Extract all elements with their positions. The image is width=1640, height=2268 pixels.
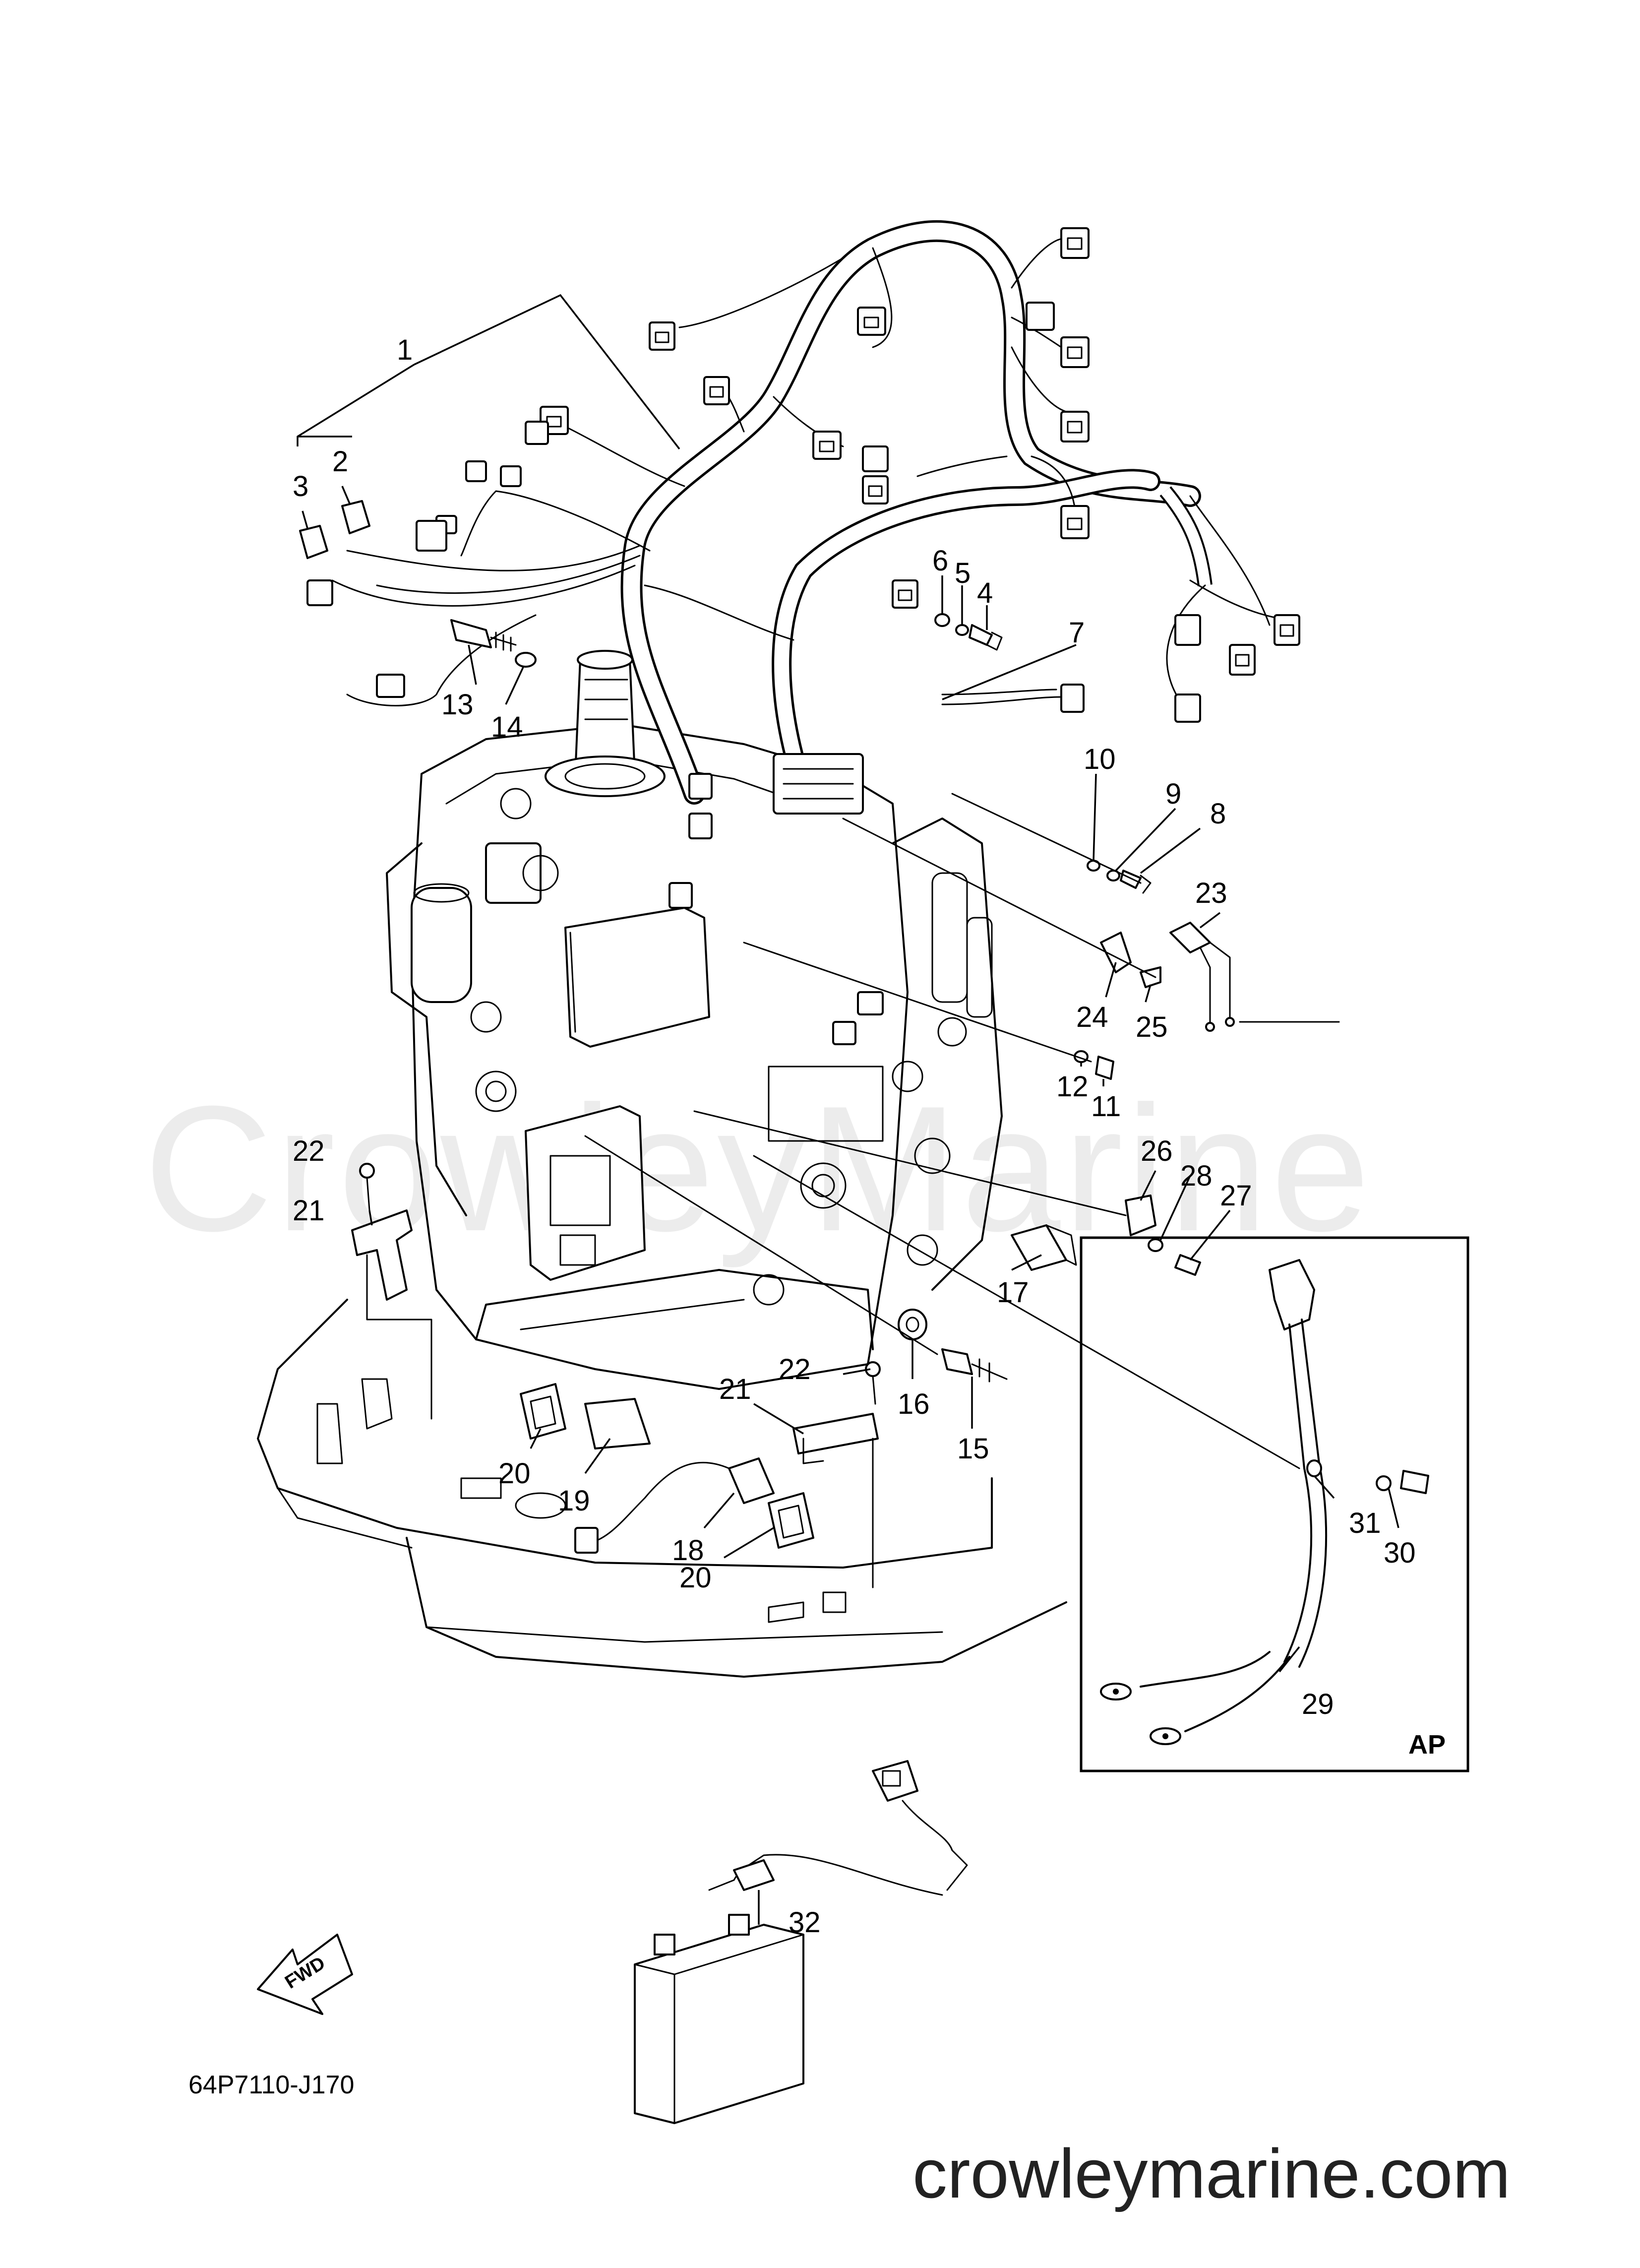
cable-boot	[1269, 1259, 1315, 1330]
callout-11: 11	[1091, 1090, 1121, 1123]
callout-16: 16	[898, 1388, 930, 1420]
callout-29: 29	[1302, 1688, 1334, 1720]
watermark: CrowleyMarine	[144, 1069, 1373, 1269]
small-parts	[299, 500, 1235, 1554]
callout-20-right: 20	[679, 1562, 712, 1594]
ap-inset-frame	[1080, 1236, 1469, 1772]
callout-22-left: 22	[293, 1135, 325, 1167]
part-3-clamp	[299, 525, 328, 559]
battery-lead-illustration	[634, 1760, 968, 2124]
callout-6: 6	[932, 545, 948, 577]
callout-19: 19	[558, 1485, 590, 1517]
callout-25: 25	[1136, 1011, 1168, 1043]
callout-28: 28	[1180, 1160, 1213, 1192]
callout-15: 15	[957, 1433, 989, 1465]
callout-22-right: 22	[779, 1353, 811, 1386]
callout-32: 32	[789, 1906, 821, 1939]
callout-5: 5	[955, 557, 971, 589]
callout-27: 27	[1220, 1180, 1252, 1212]
callout-24: 24	[1076, 1001, 1108, 1033]
wire-harness-illustration	[331, 220, 1290, 805]
engine-block-illustration	[257, 650, 1067, 1678]
callout-23: 23	[1195, 877, 1227, 909]
fwd-arrow-icon: FWD	[257, 1934, 353, 2015]
harness-connectors	[306, 227, 1300, 1045]
callout-4: 4	[977, 577, 993, 609]
leader-lines	[297, 294, 1399, 1925]
callout-7: 7	[1069, 617, 1085, 649]
callout-21-right: 21	[719, 1373, 751, 1405]
callout-2: 2	[332, 445, 348, 478]
callout-8: 8	[1210, 798, 1226, 830]
footer-url: crowleymarine.com	[912, 2135, 1511, 2212]
callout-3: 3	[293, 470, 308, 503]
callout-30: 30	[1384, 1537, 1416, 1569]
callout-10: 10	[1084, 743, 1116, 775]
diagram-code: 64P7110-J170	[188, 2071, 354, 2099]
callout-13: 13	[441, 689, 474, 721]
callout-20-left: 20	[498, 1457, 531, 1490]
callout-labels: 1 2 3 6 5 4 7 10 9 8 23 24 25 12 11 26 2…	[293, 334, 1416, 1939]
ap-inset-label: AP	[1408, 1730, 1446, 1760]
callout-26: 26	[1141, 1135, 1173, 1167]
callout-17: 17	[997, 1276, 1029, 1309]
callout-18: 18	[672, 1534, 704, 1567]
callout-31: 31	[1349, 1507, 1381, 1539]
part-2-clamp	[341, 500, 370, 534]
assembly-line-21	[366, 1254, 432, 1420]
ap-inset: AP	[1080, 1236, 1469, 1772]
callout-14: 14	[491, 711, 523, 743]
callout-1: 1	[397, 334, 413, 366]
callout-9: 9	[1165, 778, 1181, 810]
callout-21-left: 21	[293, 1195, 325, 1227]
callout-12: 12	[1056, 1071, 1089, 1103]
